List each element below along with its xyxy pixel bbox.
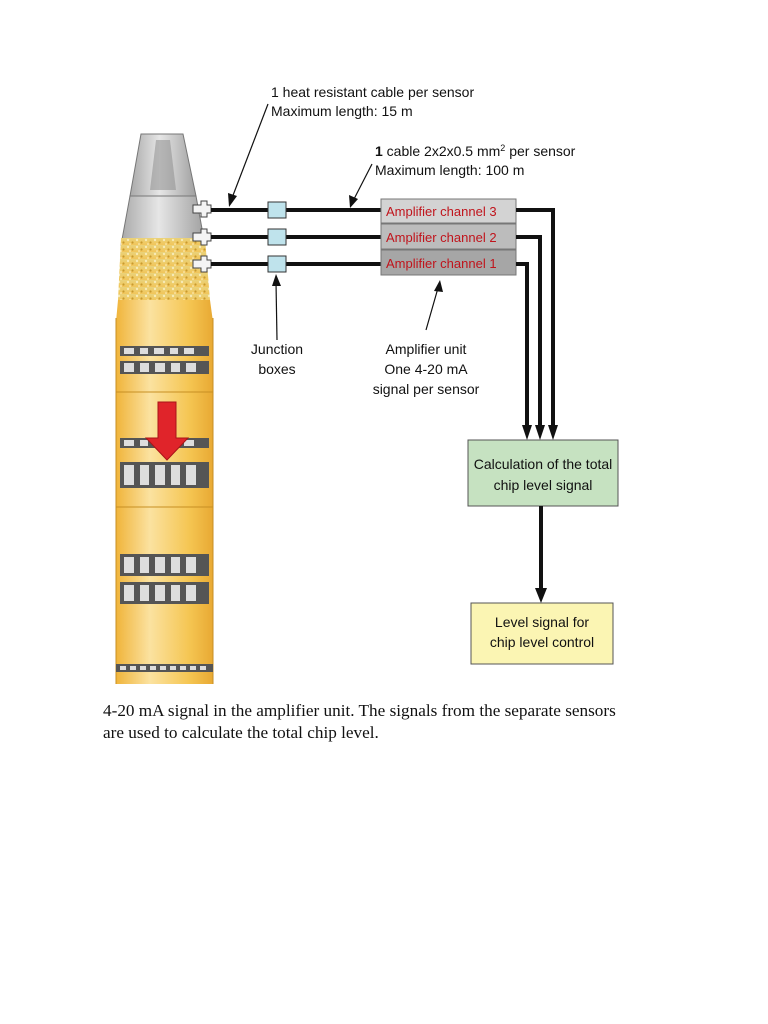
calculation-box-line-2: chip level signal: [494, 477, 593, 493]
channel-output-arrowheads: [522, 425, 558, 440]
heat-cable-annotation-line-1: 1 heat resistant cable per sensor: [271, 84, 474, 100]
junction-boxes-pointer-arrowhead: [272, 274, 281, 286]
signal-cable-annotation-line-1: 1 cable 2x2x0.5 mm2 per sensor: [375, 143, 576, 159]
digester-vessel-illustration: [115, 133, 214, 684]
junction-boxes-label-line-1: Junction: [251, 341, 303, 357]
sensor-cables: [211, 208, 381, 266]
amplifier-channel-3: [380, 198, 517, 224]
amplifier-unit-label-line-3: signal per sensor: [373, 381, 480, 397]
amplifier-channel-1-label: Amplifier channel 1: [386, 256, 497, 271]
chip-flow-down-arrow-icon: [144, 401, 190, 461]
amplifier-unit-label-line-1: Amplifier unit: [386, 341, 467, 357]
level-signal-box-line-1: Level signal for: [495, 614, 590, 630]
junction-box-2: [267, 228, 287, 246]
calculation-box: [467, 439, 619, 507]
amplifier-unit-pointer: [425, 287, 439, 331]
channel-output-wires: [516, 208, 555, 427]
heat-cable-pointer-arrowhead: [228, 193, 237, 207]
sensor-2: [192, 228, 212, 246]
signal-cable-pointer: [352, 163, 373, 202]
junction-box-1: [267, 255, 287, 273]
vessel-body: [116, 318, 213, 684]
figure-caption-line-2: are used to calculate the total chip lev…: [103, 723, 379, 742]
level-signal-box: [470, 602, 614, 665]
signal-cable-spec-superscript: 2: [500, 143, 505, 153]
vessel-top-cylinder: [120, 195, 206, 246]
amplifier-unit: Amplifier channel 3 Amplifier channel 2 …: [380, 198, 517, 276]
screen-band-1: [120, 346, 209, 374]
sensor-1: [192, 255, 212, 273]
calculation-to-output-arrowhead: [535, 588, 547, 603]
amplifier-channel-3-label: Amplifier channel 3: [386, 204, 497, 219]
junction-boxes-pointer: [275, 281, 278, 341]
calculation-box-line-1: Calculation of the total: [474, 456, 613, 472]
chip-zone: [118, 238, 210, 300]
screen-band-3: [120, 554, 209, 604]
heat-cable-annotation-line-2: Maximum length: 15 m: [271, 103, 413, 119]
amplifier-channel-2: [380, 223, 517, 250]
signal-cable-spec-suffix: per sensor: [505, 143, 575, 159]
amplifier-unit-label-line-2: One 4-20 mA: [384, 361, 468, 377]
heat-cable-pointer: [231, 103, 269, 199]
level-signal-box-line-2: chip level control: [490, 634, 594, 650]
figure-caption-line-1: 4-20 mA signal in the amplifier unit. Th…: [103, 701, 616, 720]
amplifier-channel-1: [380, 249, 517, 276]
amplifier-channel-2-label: Amplifier channel 2: [386, 230, 497, 245]
junction-box-3: [267, 201, 287, 219]
junction-boxes-label-line-2: boxes: [258, 361, 295, 377]
signal-cable-count: 1: [375, 143, 383, 159]
screen-band-4: [116, 664, 213, 672]
sensor-3: [192, 200, 212, 218]
figure-caption: 4-20 mA signal in the amplifier unit. Th…: [103, 700, 693, 744]
signal-cable-spec: cable 2x2x0.5 mm: [383, 143, 501, 159]
amplifier-unit-pointer-arrowhead: [434, 280, 443, 292]
signal-cable-pointer-arrowhead: [349, 195, 358, 208]
signal-cable-annotation-line-2: Maximum length: 100 m: [375, 162, 524, 178]
